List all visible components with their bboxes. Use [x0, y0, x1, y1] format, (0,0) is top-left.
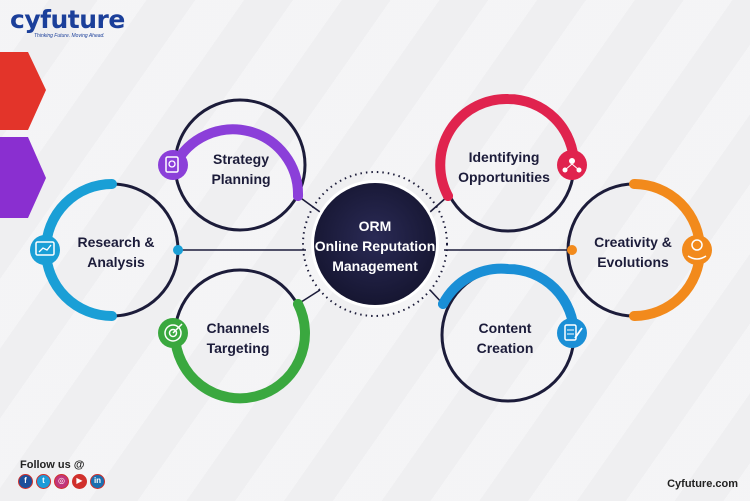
center-label: ORM Online Reputation Management	[314, 218, 436, 274]
chart-monitor-icon	[30, 235, 60, 265]
idea-hand-icon	[682, 235, 712, 265]
red-chevron-tab	[0, 52, 46, 130]
linkedin-icon[interactable]: in	[90, 474, 105, 489]
logo-text: cyfuture	[10, 5, 125, 34]
website-link[interactable]: Cyfuture.com	[667, 478, 738, 490]
bullseye-icon	[158, 318, 188, 348]
cyfuture-logo: cyfuture Thinking Future. Moving Ahead.	[10, 6, 125, 42]
facebook-icon[interactable]: f	[18, 474, 33, 489]
node-label-research: Research & Analysis	[77, 234, 155, 270]
follow-us-label: Follow us @	[20, 459, 85, 471]
node-label-channels: Channels Targeting	[206, 320, 270, 356]
people-network-icon	[557, 150, 587, 180]
youtube-icon[interactable]: ▶	[72, 474, 87, 489]
node-label-creativity: Creativity & Evolutions	[594, 234, 672, 270]
document-pen-icon	[557, 318, 587, 348]
purple-chevron-tab	[0, 137, 46, 218]
target-document-icon	[158, 150, 188, 180]
social-links: f t ◎ ▶ in	[18, 474, 105, 489]
logo-tagline: Thinking Future. Moving Ahead.	[34, 33, 105, 39]
instagram-icon[interactable]: ◎	[54, 474, 69, 489]
center-hub	[302, 171, 448, 317]
node-label-strategy: Strategy Planning	[211, 151, 271, 187]
node-label-content: Content Creation	[476, 320, 534, 356]
node-label-identifying: Identifying Opportunities	[458, 149, 550, 185]
twitter-icon[interactable]: t	[36, 474, 51, 489]
